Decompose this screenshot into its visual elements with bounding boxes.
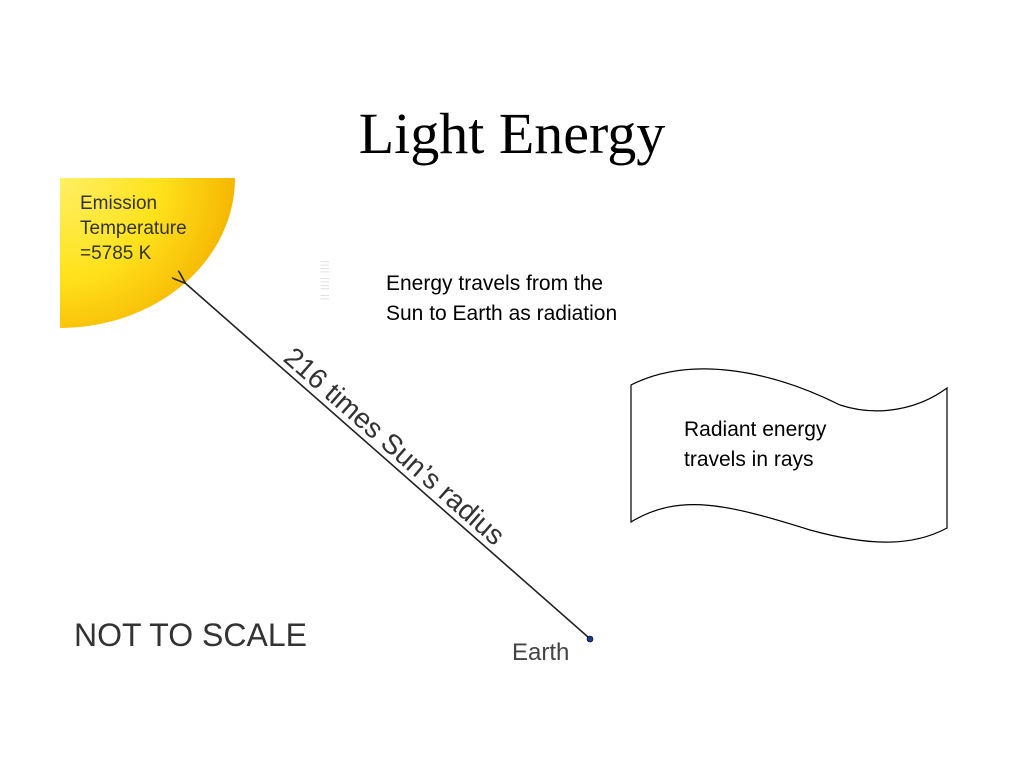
sun-faint-annotation: || |||| |||| — [319, 260, 329, 300]
rays-caption: Radiant energy travels in rays — [684, 415, 884, 475]
not-to-scale-note: NOT TO SCALE — [74, 617, 307, 653]
earth-dot — [587, 636, 593, 642]
distance-arrow — [184, 282, 588, 637]
slide-title: Light Energy — [0, 100, 1024, 167]
distance-label: 216 times Sun’s radius — [278, 341, 511, 551]
radiation-caption: Energy travels from the Sun to Earth as … — [386, 269, 686, 329]
earth-label: Earth — [512, 639, 569, 666]
